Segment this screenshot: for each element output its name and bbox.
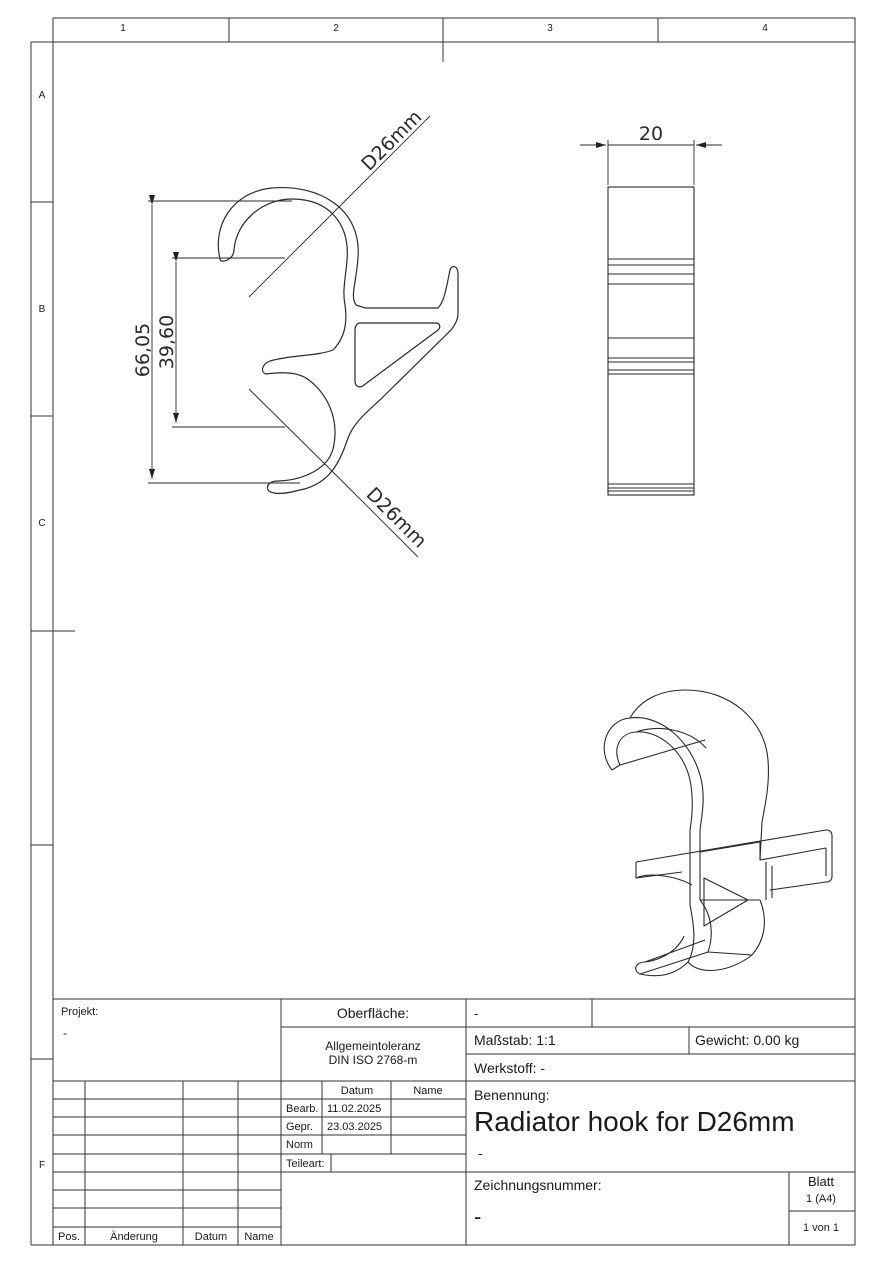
title-block-grid <box>53 998 855 1245</box>
title-block-text: Projekt: - Oberfläche: - Allgemeintolera… <box>58 1005 839 1243</box>
benennung-value: Radiator hook for D26mm <box>474 1106 795 1137</box>
gewicht: Gewicht: 0.00 kg <box>695 1032 799 1048</box>
bearb-label: Bearb. <box>286 1103 318 1115</box>
zeichnungsnummer-label: Zeichnungsnummer: <box>474 1177 602 1193</box>
isometric-view <box>603 689 833 977</box>
drawing-frame <box>30 17 856 1246</box>
dim-total-height: 66,05 <box>132 323 154 377</box>
column-label: 3 <box>547 23 553 34</box>
front-view <box>217 115 459 558</box>
dim-width: 20 <box>639 123 663 145</box>
zeichnungsnummer-value: - <box>474 1204 481 1229</box>
tolerance-line1: Allgemeintoleranz <box>325 1039 420 1053</box>
row-label: F <box>39 1160 45 1171</box>
revision-name-header: Name <box>244 1231 273 1243</box>
side-view <box>580 140 722 496</box>
column-label: 1 <box>120 23 126 34</box>
row-label: B <box>39 304 46 315</box>
tolerance-line2: DIN ISO 2768-m <box>329 1053 418 1067</box>
column-label: 4 <box>762 23 768 34</box>
oberflaeche-label: Oberfläche: <box>337 1005 409 1021</box>
blatt-count: 1 von 1 <box>803 1222 839 1234</box>
revision-change-header: Änderung <box>110 1231 158 1243</box>
frame-row-labels: A B C F <box>38 90 45 1171</box>
massstab: Maßstab: 1:1 <box>474 1032 556 1048</box>
teileart-label: Teileart: <box>286 1158 325 1170</box>
frame-column-labels: 1 2 3 4 <box>120 23 768 34</box>
hook-outline <box>217 186 459 494</box>
column-label: 2 <box>333 23 339 34</box>
werkstoff: Werkstoff: - <box>474 1060 545 1076</box>
gepr-label: Gepr. <box>286 1121 313 1133</box>
datum-header: Datum <box>341 1085 373 1097</box>
benennung-sub: - <box>478 1145 483 1161</box>
projekt-value: - <box>63 1026 67 1040</box>
blatt-format: 1 (A4) <box>806 1193 836 1205</box>
benennung-label: Benennung: <box>474 1087 550 1103</box>
revision-date-header: Datum <box>195 1231 227 1243</box>
oberflaeche-value: - <box>474 1006 478 1021</box>
front-view-dimension-text: 66,05 39,60 D26mm D26mm <box>132 106 431 552</box>
dim-diameter-bottom: D26mm <box>362 483 431 552</box>
revision-pos-header: Pos. <box>58 1231 80 1243</box>
row-label: A <box>39 90 46 101</box>
blatt-label: Blatt <box>808 1174 834 1189</box>
front-view-dimension-lines <box>148 195 300 484</box>
dim-inner-height: 39,60 <box>156 315 178 369</box>
norm-label: Norm <box>286 1139 313 1151</box>
dim-diameter-top: D26mm <box>357 106 426 175</box>
gepr-date: 23.03.2025 <box>327 1121 382 1133</box>
projekt-label: Projekt: <box>61 1006 98 1018</box>
hook-inner-triangle <box>354 322 441 388</box>
row-label: C <box>38 518 45 529</box>
name-header: Name <box>413 1085 442 1097</box>
bearb-date: 11.02.2025 <box>327 1103 381 1115</box>
